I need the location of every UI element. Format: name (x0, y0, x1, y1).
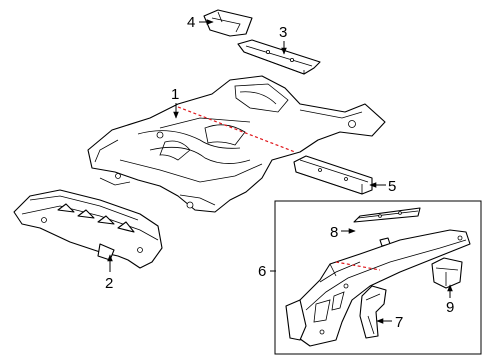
callout-2: 2 (105, 275, 113, 292)
rail-assembly[interactable] (285, 229, 471, 347)
rail-lower[interactable] (293, 155, 373, 195)
rear-crossmember[interactable] (13, 189, 163, 269)
callout-7: 7 (395, 314, 403, 331)
bracket-inset[interactable] (359, 285, 387, 339)
reinforcement-bar-upper[interactable] (237, 39, 321, 75)
callout-1: 1 (171, 86, 179, 103)
bracket-small[interactable] (203, 9, 253, 37)
cut-line (177, 106, 296, 153)
callout-8: 8 (330, 224, 338, 241)
inset-box (274, 200, 482, 355)
reinforcement-bar-inset[interactable] (353, 207, 421, 223)
end-bracket[interactable] (431, 257, 463, 289)
callout-6: 6 (258, 263, 266, 280)
callout-5: 5 (388, 178, 396, 195)
cut-line-inset (335, 261, 381, 271)
rear-floor-pan[interactable] (87, 75, 386, 213)
callout-9: 9 (446, 299, 454, 316)
callout-4: 4 (187, 14, 195, 31)
callout-3: 3 (279, 24, 287, 41)
